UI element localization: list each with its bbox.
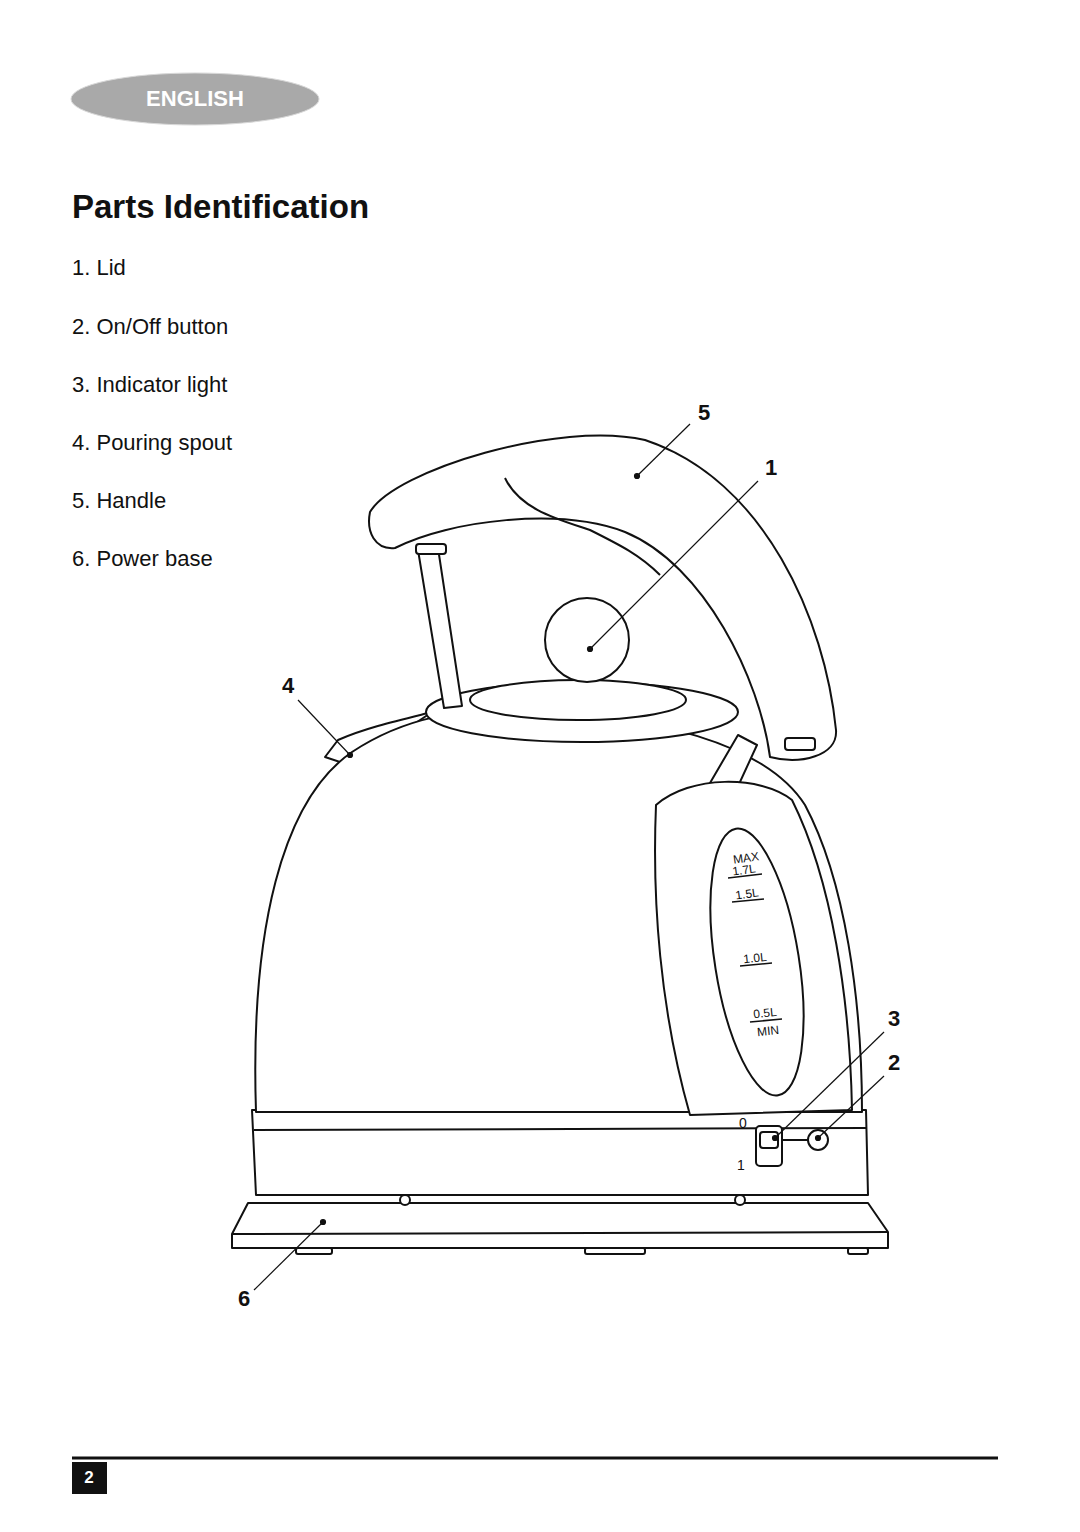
switch-mark: 0 [739,1116,747,1130]
window-panel [655,782,852,1115]
indicator-light [760,1132,778,1148]
switch-housing [756,1126,782,1166]
callout-number: 2 [888,1052,900,1074]
switch-mark: 1 [737,1158,745,1172]
level-mark: 1.7L [732,862,757,877]
level-mark: 1.0L [743,951,767,965]
callout-number: 4 [282,675,294,697]
callout-number: 3 [888,1008,900,1030]
part-list-item: 2. On/Off button [72,316,228,338]
level-mark: MIN [756,1024,779,1038]
level-mark: 1.5L [735,886,760,901]
page-title: Parts Identification [72,188,369,226]
on-off-button [808,1130,828,1150]
kettle-base-band [252,1110,868,1195]
handle [369,435,836,759]
part-list-item: 4. Pouring spout [72,432,232,454]
leader-lines [254,424,884,1290]
part-list-item: 1. Lid [72,257,126,279]
callout-number: 6 [238,1288,250,1310]
part-list-item: 3. Indicator light [72,374,227,396]
lid-knob [545,598,629,682]
node-text: ENGLISH [146,86,244,112]
power-base [232,1203,888,1248]
level-mark: 0.5L [753,1006,777,1020]
footer-rule [72,1457,998,1460]
language-tab: ENGLISH [70,72,320,126]
kettle-body [255,710,862,1112]
node-text: 2 [84,1468,93,1488]
callout-number: 5 [698,402,710,424]
water-window [694,822,819,1102]
part-list-item: 5. Handle [72,490,166,512]
callout-number: 1 [765,457,777,479]
part-list-item: 6. Power base [72,548,213,570]
page-number: 2 [72,1462,107,1494]
